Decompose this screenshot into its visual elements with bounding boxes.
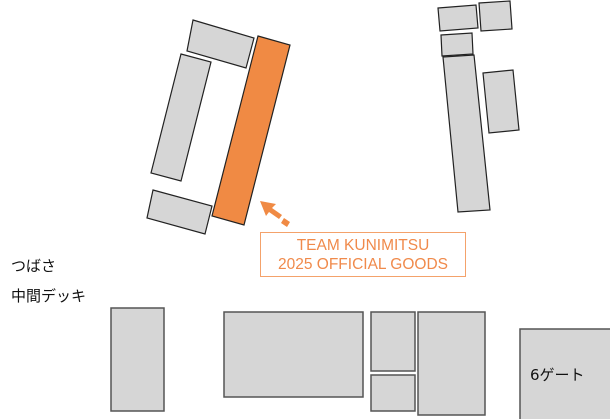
official-goods-label: TEAM KUNIMITSU 2025 OFFICIAL GOODS [260,232,466,277]
goods-label-line2: 2025 OFFICIAL GOODS [278,256,448,273]
booth-block-top [186,19,255,69]
gate-6-building [519,328,610,419]
booth-block-left-long [150,53,212,182]
building-3 [370,311,416,372]
middle-deck-label: 中間デッキ [11,287,87,305]
booth-block-right-3 [440,32,474,57]
building-4 [370,374,416,412]
booth-block-right-1 [437,4,479,32]
building-2 [223,311,364,398]
booth-block-bottom-left [146,189,213,235]
booth-block-right-long [442,54,491,213]
building-5 [417,311,486,416]
arrow-icon [260,201,290,227]
gate-6-label: 6ゲート [530,366,585,384]
tsubasa-label: つばさ [11,257,57,275]
goods-label-line1: TEAM KUNIMITSU [296,237,430,254]
building-1 [110,307,165,412]
official-goods-booth[interactable] [211,35,291,226]
booth-block-right-2 [478,0,513,32]
booth-block-right-4 [482,69,520,134]
